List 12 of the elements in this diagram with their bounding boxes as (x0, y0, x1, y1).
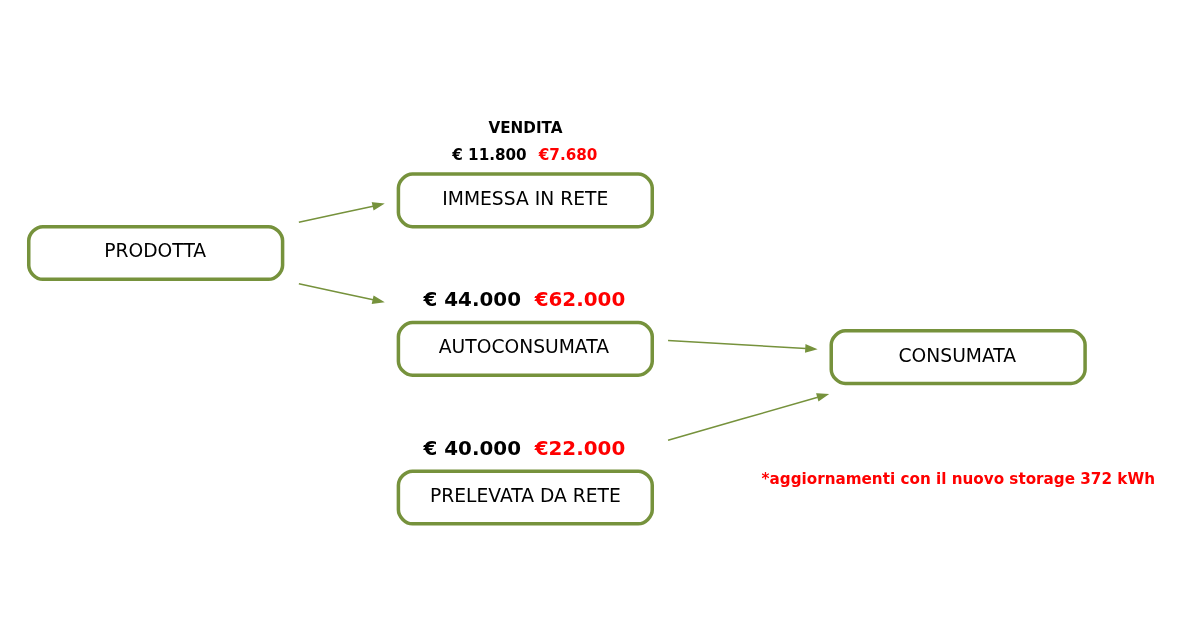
label: *aggiornamenti con il nuovo storage 372 kWh (761, 469, 1155, 488)
arrow (298, 202, 385, 223)
arrow (298, 283, 385, 304)
node-label: €22.000 (534, 436, 626, 460)
node-label: € 40.000 (423, 436, 522, 460)
arrow (667, 339, 818, 353)
arrow (667, 393, 830, 442)
node-label: €7.680 (538, 145, 598, 164)
node-label: VENDITA (488, 118, 563, 137)
node-label: € 44.000 (423, 288, 522, 312)
node-label: €62.000 (534, 288, 626, 312)
node-label: € 11.800 (452, 145, 527, 164)
